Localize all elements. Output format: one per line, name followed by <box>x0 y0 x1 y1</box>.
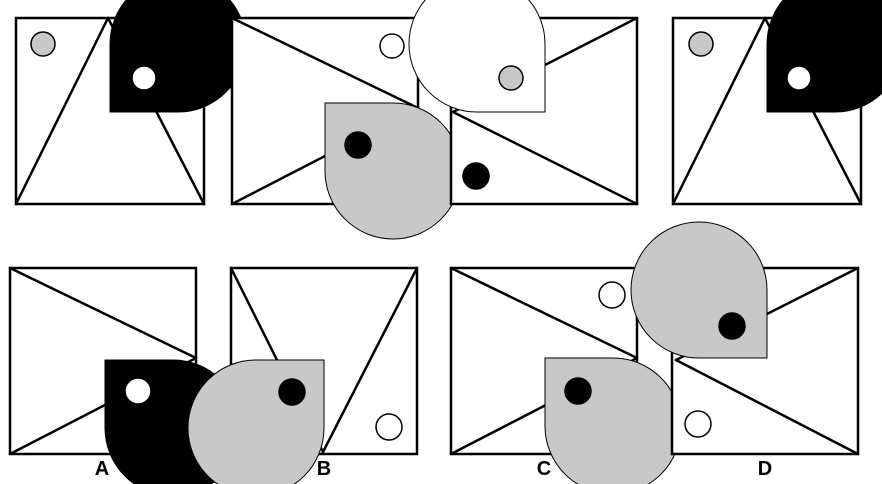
option-c-figure[interactable] <box>449 266 682 484</box>
option-c-label[interactable]: C <box>536 458 552 480</box>
options-row <box>8 221 860 484</box>
triangle-line <box>671 16 767 206</box>
top-row-cell-1 <box>14 0 247 206</box>
white-dot <box>598 281 626 309</box>
triangle-line <box>230 16 420 110</box>
triangle-line <box>451 110 639 206</box>
triangle-line <box>321 266 419 454</box>
white-dot <box>131 65 157 91</box>
option-d-label[interactable]: D <box>757 458 773 480</box>
white-dot <box>786 65 812 91</box>
top-row <box>14 0 882 240</box>
top-row-cell-2 <box>230 16 462 240</box>
black-dot <box>718 312 746 340</box>
option-d-figure[interactable] <box>630 221 860 456</box>
triangle-line <box>8 266 198 360</box>
white-dot <box>684 410 712 438</box>
white-dot <box>124 377 152 405</box>
top-row-cell-4 <box>671 0 882 206</box>
top-row-cell-3 <box>408 0 639 206</box>
pacman-shape <box>408 0 546 113</box>
pacman-shape <box>630 221 768 359</box>
pacman-shape <box>324 102 462 240</box>
black-dot <box>564 377 592 405</box>
option-b-label[interactable]: B <box>316 458 332 480</box>
triangle-line <box>14 16 110 206</box>
triangle-line <box>674 358 860 456</box>
option-b-figure[interactable] <box>187 266 419 484</box>
white-dot <box>375 413 403 441</box>
triangle-line <box>449 266 639 360</box>
black-dot <box>462 162 490 190</box>
black-dot <box>344 131 372 159</box>
white-dot <box>379 33 405 59</box>
black-dot <box>278 378 306 406</box>
grey-dot <box>688 31 714 57</box>
grey-dot <box>498 65 524 91</box>
pacman-shape <box>544 357 682 484</box>
option-a-label[interactable]: A <box>94 458 110 480</box>
grey-dot <box>30 31 56 57</box>
pacman-shape <box>109 0 247 113</box>
pacman-shape <box>766 0 882 113</box>
